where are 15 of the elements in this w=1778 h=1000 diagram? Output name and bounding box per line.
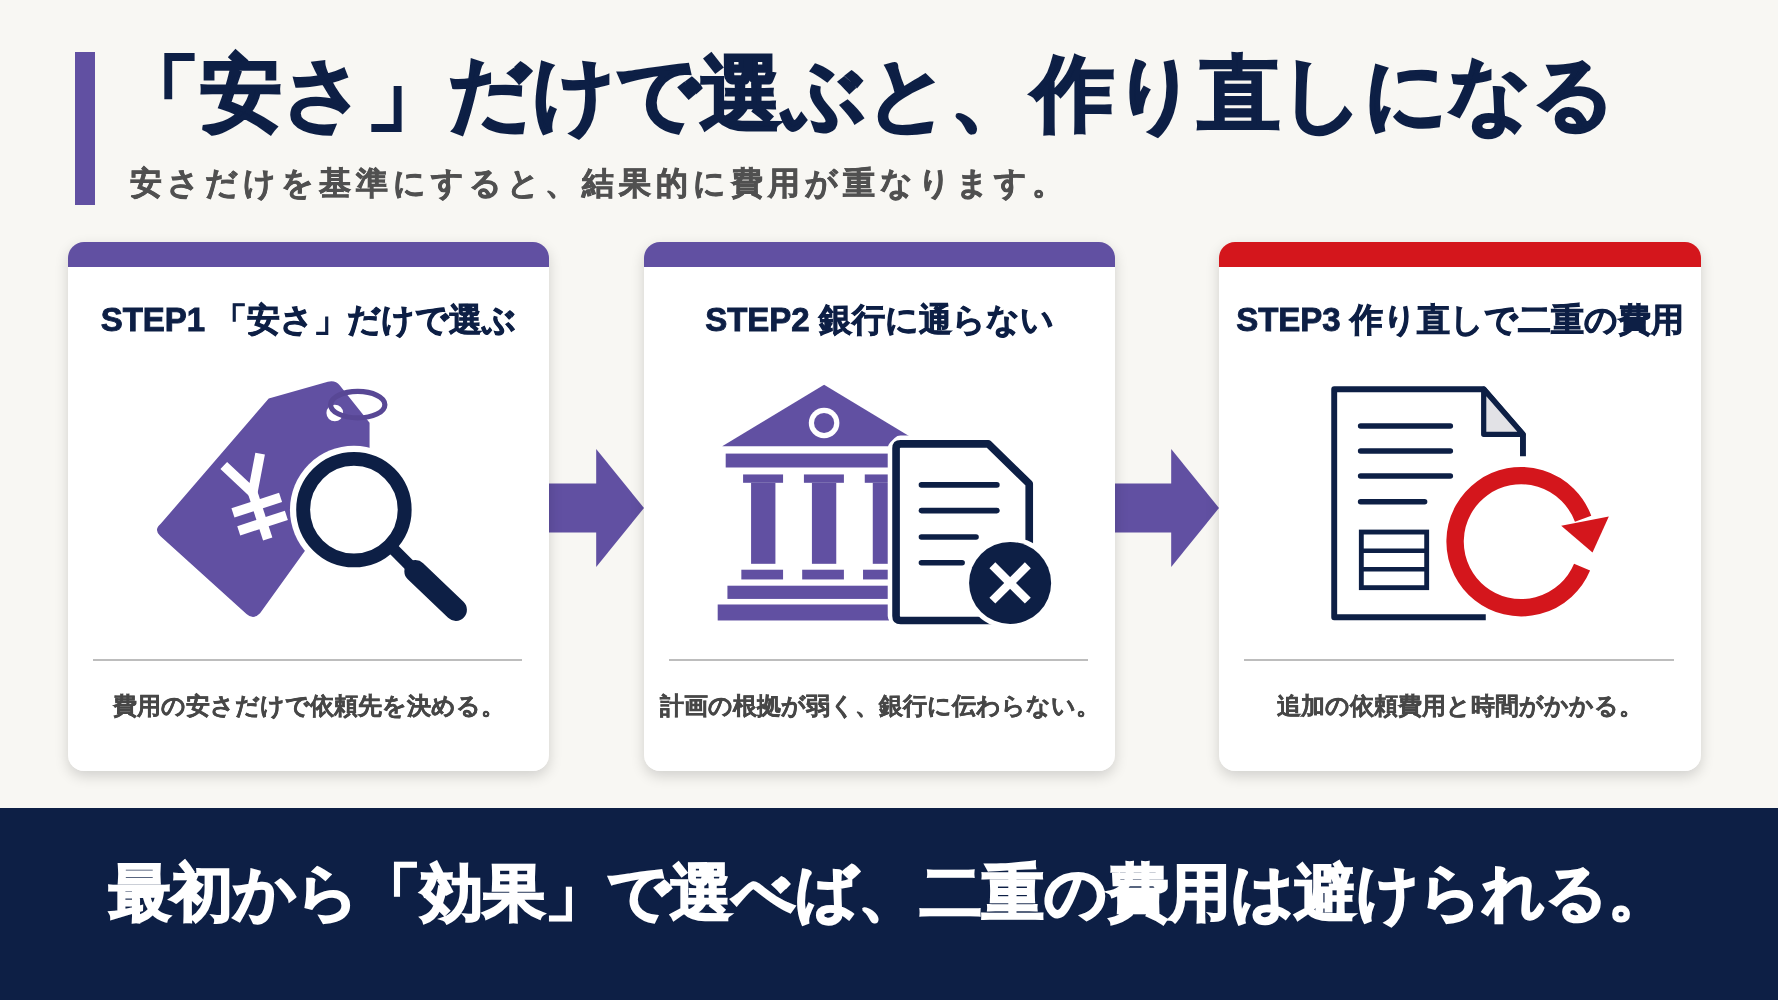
step-card xyxy=(68,242,549,771)
step-heading: STEP1 「安さ」だけで選ぶ xyxy=(100,300,517,340)
step-heading: STEP3 作り直しで二重の費用 xyxy=(1236,300,1684,340)
step-card xyxy=(1219,242,1701,771)
conclusion-banner xyxy=(0,808,1778,1000)
arrow xyxy=(1115,449,1219,567)
step-description: 追加の依頼費用と時間がかかる。 xyxy=(1277,691,1643,721)
title: 「安さ」だけで選ぶと、作り直しになる xyxy=(118,48,1616,140)
step-description: 費用の安さだけで依頼先を決める。 xyxy=(112,691,505,721)
arrow xyxy=(549,449,644,567)
step-card xyxy=(644,242,1115,771)
conclusion-text: 最初から「効果」で選べば、二重の費用は避けられる。 xyxy=(108,857,1670,929)
subtitle: 安さだけを基準にすると、結果的に費用が重なります。 xyxy=(130,164,1069,203)
step-heading: STEP2 銀行に通らない xyxy=(705,300,1054,340)
step-description: 計画の根拠が弱く、銀行に伝わらない。 xyxy=(659,691,1100,721)
